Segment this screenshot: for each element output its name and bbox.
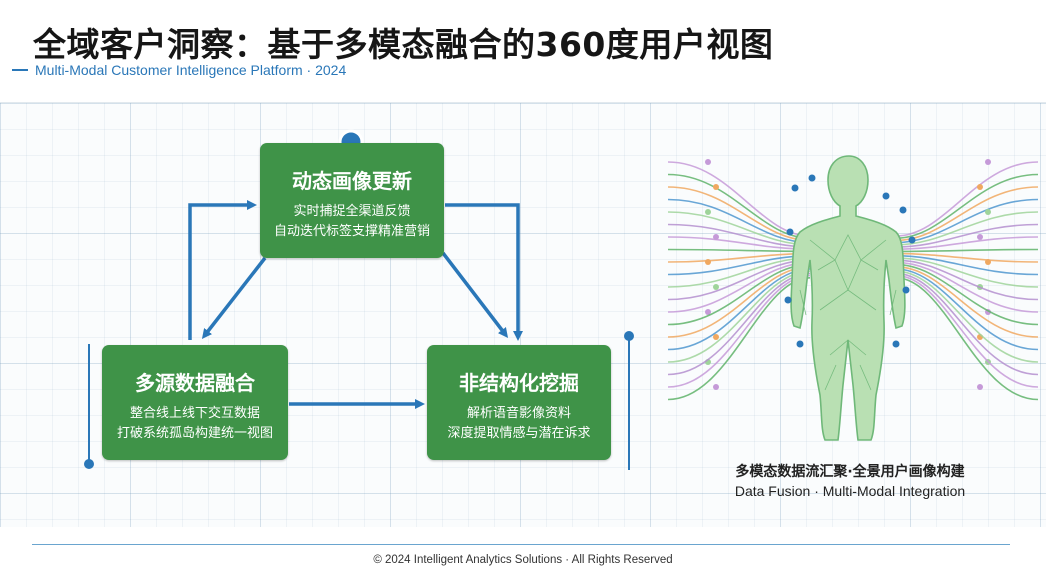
page-title: 全域客户洞察：基于多模态融合的360度用户视图	[33, 25, 774, 64]
subtitle-dash	[12, 69, 28, 71]
stream-line-right	[895, 266, 1039, 338]
node-title: 动态画像更新	[292, 169, 412, 193]
stream-node	[705, 259, 711, 265]
right-accent-dot	[624, 331, 634, 341]
stream-line-right	[895, 211, 1039, 246]
floating-dot	[791, 184, 799, 192]
node-multi-source-fusion: 多源数据融合 整合线上线下交互数据 打破系统孤岛构建统一视图	[102, 345, 288, 460]
left-accent-dot	[84, 459, 94, 469]
stream-node	[977, 384, 983, 390]
floating-dot	[786, 228, 794, 236]
stream-line-right	[895, 277, 1039, 401]
arrow-fusion-to-dynamic	[188, 200, 257, 340]
stream-node	[985, 259, 991, 265]
node-desc-line: 实时捕捉全渠道反馈	[293, 204, 411, 219]
human-data-fusion-illustration	[667, 155, 1039, 441]
node-desc-line: 深度提取情感与潜在诉求	[447, 426, 591, 441]
stream-line-right	[895, 161, 1039, 237]
floating-dot	[892, 340, 900, 348]
floating-dot	[808, 174, 816, 182]
stream-line-left	[667, 173, 811, 239]
stream-line-left	[667, 223, 811, 248]
stream-line-left	[667, 277, 811, 401]
stream-line-left	[667, 198, 811, 244]
illustration-caption-en: Data Fusion · Multi-Modal Integration	[734, 483, 966, 499]
stream-line-right	[895, 257, 1039, 288]
stream-line-left	[667, 186, 811, 242]
body-network-lines	[799, 234, 897, 391]
floating-dot	[902, 286, 910, 294]
stream-node	[713, 334, 719, 340]
node-title: 非结构化挖掘	[459, 371, 579, 395]
node-title: 多源数据融合	[135, 371, 255, 395]
node-description: 解析语音影像资料 深度提取情感与潜在诉求	[427, 404, 611, 444]
floating-dot	[796, 340, 804, 348]
stream-line-right	[895, 274, 1039, 388]
stream-node	[713, 284, 719, 290]
page-subtitle: Multi-Modal Customer Intelligence Platfo…	[35, 62, 347, 78]
node-desc-line: 打破系统孤岛构建统一视图	[116, 426, 273, 441]
stream-node	[713, 184, 719, 190]
node-desc-line: 解析语音影像资料	[466, 406, 571, 421]
floating-dot	[784, 296, 792, 304]
node-desc-line: 自动迭代标签支撑精准营销	[273, 224, 430, 239]
node-description: 实时捕捉全渠道反馈 自动迭代标签支撑精准营销	[260, 202, 444, 242]
stream-line-right	[895, 263, 1039, 326]
stream-line-left	[667, 272, 811, 376]
floating-dots	[784, 174, 916, 348]
stream-line-right	[895, 270, 1039, 363]
stream-line-right	[895, 261, 1039, 313]
stream-line-right	[895, 173, 1039, 239]
stream-node	[705, 159, 711, 165]
stream-line-right	[895, 198, 1039, 244]
stream-node	[713, 384, 719, 390]
stream-line-left	[667, 248, 811, 253]
footer-text: © 2024 Intelligent Analytics Solutions ·…	[373, 554, 673, 566]
illustration-caption-cn: 多模态数据流汇聚·全景用户画像构建	[735, 464, 965, 480]
arrow-dynamic-to-mining	[441, 251, 509, 338]
stream-line-right	[895, 272, 1039, 376]
stream-line-left	[667, 252, 811, 263]
floating-dot	[899, 206, 907, 214]
arrow-dynamic-to-fusion	[201, 256, 267, 339]
node-unstructured-mining: 非结构化挖掘 解析语音影像资料 深度提取情感与潜在诉求	[427, 345, 611, 460]
floating-dot	[882, 192, 890, 200]
stream-line-right	[895, 255, 1039, 276]
stream-line-right	[895, 236, 1039, 250]
node-dynamic-profile: 动态画像更新 实时捕捉全渠道反馈 自动迭代标签支撑精准营销	[260, 143, 444, 258]
stream-node	[705, 209, 711, 215]
arrow-dynamic-to-mining-loop	[445, 203, 523, 341]
stream-node	[705, 309, 711, 315]
stream-line-right	[895, 268, 1039, 351]
footer-divider	[32, 544, 1010, 545]
node-desc-line: 整合线上线下交互数据	[129, 406, 260, 421]
stream-line-right	[895, 248, 1039, 253]
stream-node	[977, 234, 983, 240]
subtitle-row: Multi-Modal Customer Intelligence Platfo…	[12, 62, 346, 78]
stream-line-right	[895, 252, 1039, 263]
stream-line-left	[667, 211, 811, 246]
node-description: 整合线上线下交互数据 打破系统孤岛构建统一视图	[102, 404, 288, 444]
stream-node	[977, 184, 983, 190]
stream-node	[985, 209, 991, 215]
human-figure	[790, 155, 906, 441]
stream-node	[985, 159, 991, 165]
stream-node	[713, 234, 719, 240]
stream-line-right	[895, 259, 1039, 301]
floating-dot	[908, 236, 916, 244]
stream-line-right	[895, 223, 1039, 248]
